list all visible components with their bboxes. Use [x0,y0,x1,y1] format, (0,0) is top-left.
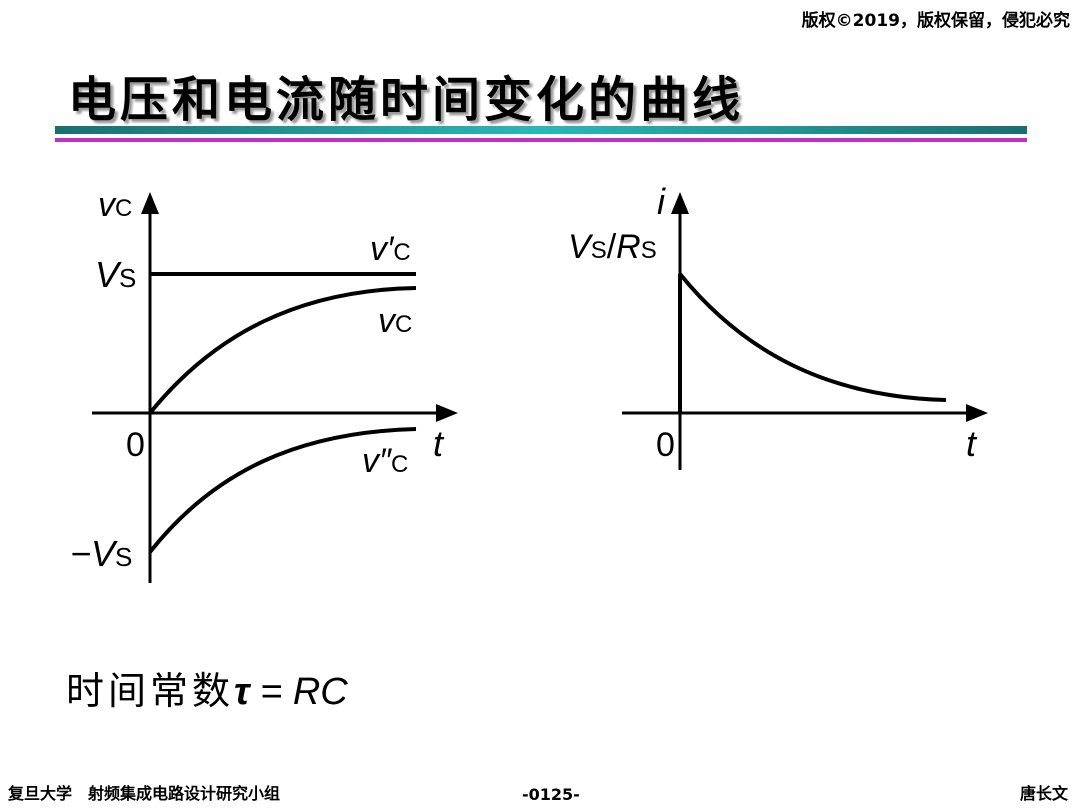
title-divider-magenta [55,138,1027,142]
left-plot: vC VS −VS 0 t v′C vC v″C [70,186,458,583]
current-decay-curve [678,272,947,402]
tau-symbol: τ [234,671,250,713]
time-constant-text: 时间常数 [66,669,235,713]
neg-vs-label: −VS [70,533,132,574]
right-y-arrow [671,192,689,214]
left-x-arrow [436,404,458,422]
total-response-label: vC [378,302,412,340]
right-y-axis-label: i [657,181,666,222]
transient-label: v″C [362,442,408,480]
footer-organization: 复旦大学 射频集成电路设计研究小组 [8,784,281,803]
left-y-arrow [141,192,159,214]
title-divider-teal [55,126,1027,134]
right-origin-label: 0 [656,426,675,464]
initial-current-label: VS/RS [568,228,657,266]
page-title: 电压和电流随时间变化的曲线 [68,72,745,128]
vc-total-curve [148,286,417,415]
vc-transient-curve [148,427,417,554]
right-plot: i VS/RS 0 t [568,181,988,470]
left-y-axis-label: vC [98,186,132,224]
footer-page-number: -0125- [522,785,580,804]
steady-state-label: v′C [370,230,411,268]
left-origin-label: 0 [126,426,145,464]
vs-label: VS [95,254,136,295]
footer-author: 唐长文 [1019,784,1068,803]
copyright-notice: 版权©2019，版权保留，侵犯必究 [801,11,1070,31]
time-constant-formula: 时间常数τ = RC [66,660,348,715]
left-x-axis-label: t [433,423,445,464]
rc-formula: = RC [249,671,348,713]
right-x-arrow [966,404,988,422]
right-x-axis-label: t [966,423,978,464]
